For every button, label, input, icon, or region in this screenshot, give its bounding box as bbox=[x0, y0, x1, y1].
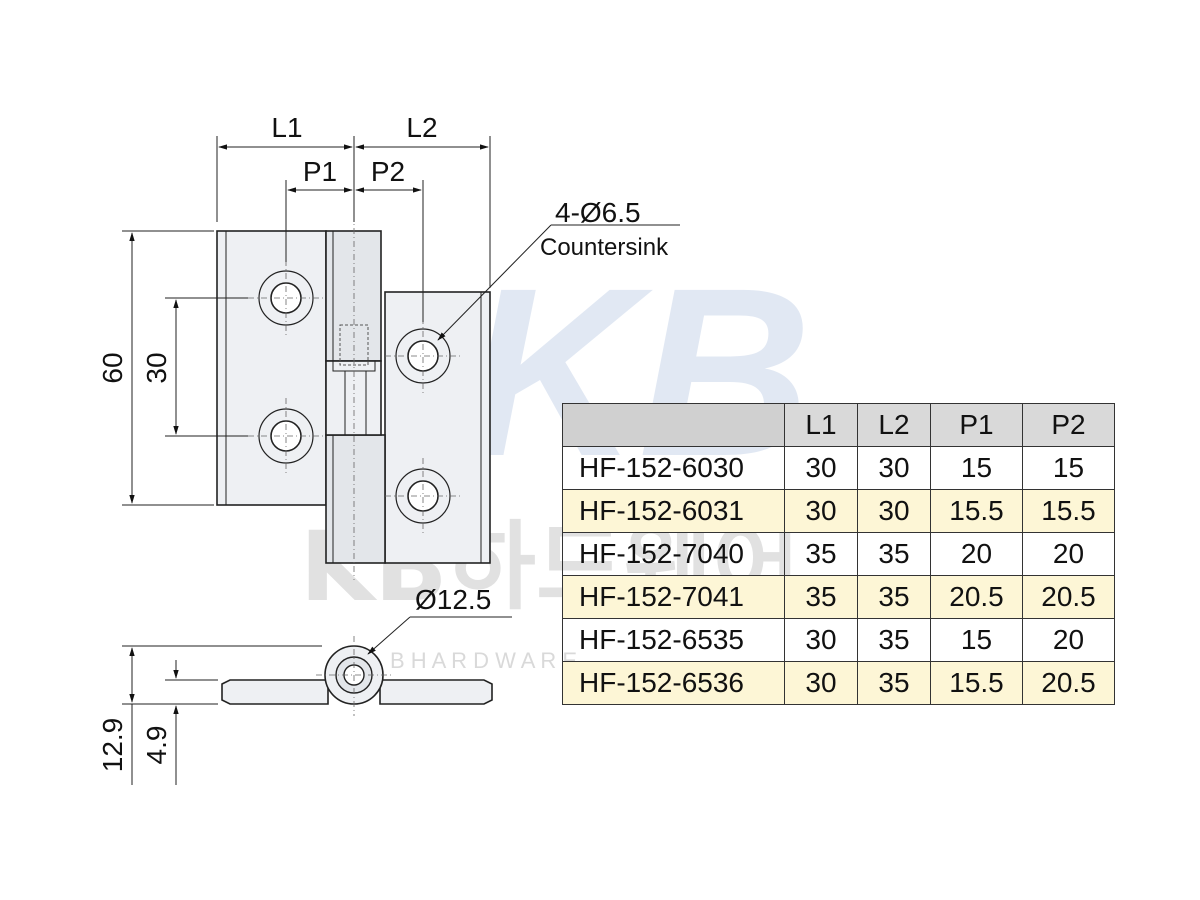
watermark-brand-subtext: B H A R D W A R E bbox=[390, 648, 577, 673]
cell-p2: 20 bbox=[1022, 532, 1115, 576]
dim-label-12-9: 12.9 bbox=[97, 718, 128, 773]
cell-p1: 20 bbox=[930, 532, 1023, 576]
hole-spec-label: 4-Ø6.5 bbox=[555, 197, 641, 228]
table-header-p2: P2 bbox=[1022, 403, 1115, 447]
table-row: HF-152-6030 30 30 15 15 bbox=[562, 446, 1115, 490]
cell-model: HF-152-6535 bbox=[562, 618, 785, 662]
dim-label-30: 30 bbox=[141, 352, 172, 383]
cell-l1: 30 bbox=[784, 618, 858, 662]
cell-l2: 30 bbox=[857, 489, 931, 533]
mount-hole bbox=[248, 398, 324, 474]
left-knuckle bbox=[325, 230, 382, 362]
dim-label-pin-diameter: Ø12.5 bbox=[415, 584, 491, 615]
cell-p2: 20.5 bbox=[1022, 661, 1115, 705]
dim-label-4-9: 4.9 bbox=[141, 726, 172, 765]
table-header-p1: P1 bbox=[930, 403, 1023, 447]
mount-hole bbox=[385, 458, 461, 534]
cell-l1: 30 bbox=[784, 489, 858, 533]
table-row: HF-152-7041 35 35 20.5 20.5 bbox=[562, 575, 1115, 619]
cell-p2: 15 bbox=[1022, 446, 1115, 490]
right-knuckle bbox=[325, 434, 386, 564]
mount-hole bbox=[385, 318, 461, 394]
cell-p1: 15.5 bbox=[930, 489, 1023, 533]
table-row: HF-152-7040 35 35 20 20 bbox=[562, 532, 1115, 576]
dim-label-60: 60 bbox=[97, 352, 128, 383]
cell-model: HF-152-7041 bbox=[562, 575, 785, 619]
hinge-side-view bbox=[122, 616, 512, 785]
cell-model: HF-152-6030 bbox=[562, 446, 785, 490]
table-row: HF-152-6031 30 30 15.5 15.5 bbox=[562, 489, 1115, 533]
cell-p2: 20.5 bbox=[1022, 575, 1115, 619]
table-header-model bbox=[562, 403, 785, 447]
cell-l2: 35 bbox=[857, 575, 931, 619]
cell-l2: 35 bbox=[857, 532, 931, 576]
cell-p2: 20 bbox=[1022, 618, 1115, 662]
mount-hole bbox=[248, 260, 324, 336]
cell-l1: 35 bbox=[784, 575, 858, 619]
dimension-lines bbox=[122, 136, 680, 506]
dim-label-L1: L1 bbox=[271, 112, 302, 143]
table-header-l1: L1 bbox=[784, 403, 858, 447]
dim-label-P2: P2 bbox=[371, 156, 405, 187]
table-row: HF-152-6536 30 35 15.5 20.5 bbox=[562, 661, 1115, 705]
cell-p1: 15.5 bbox=[930, 661, 1023, 705]
table-row: HF-152-6535 30 35 15 20 bbox=[562, 618, 1115, 662]
table-header-l2: L2 bbox=[857, 403, 931, 447]
cell-model: HF-152-7040 bbox=[562, 532, 785, 576]
cell-model: HF-152-6536 bbox=[562, 661, 785, 705]
side-leaf bbox=[221, 679, 329, 705]
cell-p1: 15 bbox=[930, 446, 1023, 490]
cell-p2: 15.5 bbox=[1022, 489, 1115, 533]
cell-l1: 30 bbox=[784, 661, 858, 705]
cell-l1: 35 bbox=[784, 532, 858, 576]
cell-p1: 15 bbox=[930, 618, 1023, 662]
dim-label-L2: L2 bbox=[406, 112, 437, 143]
hinge-front-view bbox=[216, 215, 491, 580]
cell-l2: 30 bbox=[857, 446, 931, 490]
hinge-pin bbox=[325, 360, 382, 436]
cell-model: HF-152-6031 bbox=[562, 489, 785, 533]
cell-l2: 35 bbox=[857, 661, 931, 705]
hole-note-label: Countersink bbox=[540, 234, 669, 261]
cell-p1: 20.5 bbox=[930, 575, 1023, 619]
left-leaf bbox=[216, 230, 327, 506]
spec-table: L1 L2 P1 P2 HF-152-6030 30 30 15 15 HF-1… bbox=[562, 403, 1115, 705]
cell-l1: 30 bbox=[784, 446, 858, 490]
cell-l2: 35 bbox=[857, 618, 931, 662]
table-header-row: L1 L2 P1 P2 bbox=[562, 403, 1115, 447]
dim-label-P1: P1 bbox=[303, 156, 337, 187]
